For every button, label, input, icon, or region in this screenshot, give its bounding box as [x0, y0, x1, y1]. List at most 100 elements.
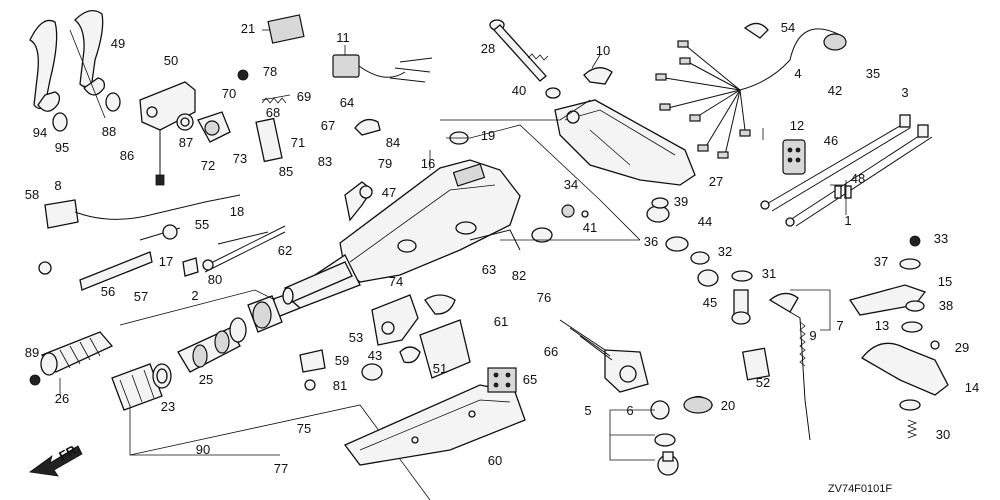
lower-tiller-cover: [343, 367, 526, 466]
callout-30: 30: [936, 427, 950, 442]
callout-57: 57: [134, 289, 148, 304]
callout-28: 28: [481, 41, 495, 56]
mount-bracket: [299, 294, 471, 391]
callout-76: 76: [537, 290, 551, 305]
callout-62: 62: [278, 243, 292, 258]
throttle-shaft: [204, 225, 353, 305]
callout-48: 48: [851, 171, 865, 186]
front-direction-arrow: FR.: [28, 441, 83, 477]
callout-31: 31: [762, 266, 776, 281]
callout-64: 64: [340, 95, 354, 110]
callout-75: 75: [297, 421, 311, 436]
callout-14: 14: [965, 380, 979, 395]
carrying-handles: [29, 9, 121, 132]
callout-69: 69: [297, 89, 311, 104]
callout-67: 67: [321, 118, 335, 133]
callout-16: 16: [421, 156, 435, 171]
callout-46: 46: [824, 133, 838, 148]
callout-29: 29: [955, 340, 969, 355]
throttle-friction-parts: [531, 197, 811, 441]
callout-5: 5: [584, 403, 591, 418]
callout-52: 52: [756, 375, 770, 390]
callout-21: 21: [241, 21, 255, 36]
callout-74: 74: [389, 274, 403, 289]
callout-17: 17: [159, 254, 173, 269]
callout-23: 23: [161, 399, 175, 414]
callout-73: 73: [233, 151, 247, 166]
callout-34: 34: [564, 177, 578, 192]
callout-84: 84: [386, 135, 400, 150]
callout-36: 36: [644, 234, 658, 249]
callout-42: 42: [828, 83, 842, 98]
callout-33: 33: [934, 231, 948, 246]
throttle-cable-and-link: [38, 194, 269, 291]
callout-44: 44: [698, 214, 712, 229]
callout-61: 61: [494, 314, 508, 329]
callout-55: 55: [195, 217, 209, 232]
callout-6: 6: [626, 403, 633, 418]
callout-81: 81: [333, 378, 347, 393]
wiring-harness: [655, 22, 847, 159]
pivot-bolt-parts: [449, 19, 613, 145]
callout-51: 51: [433, 361, 447, 376]
callout-11: 11: [336, 30, 350, 45]
callout-8: 8: [54, 178, 61, 193]
callout-41: 41: [583, 220, 597, 235]
callout-82: 82: [512, 268, 526, 283]
callout-12: 12: [790, 118, 804, 133]
callout-90: 90: [196, 442, 210, 457]
callout-63: 63: [482, 262, 496, 277]
callout-59: 59: [335, 353, 349, 368]
callout-45: 45: [703, 295, 717, 310]
callout-87: 87: [179, 135, 193, 150]
diagram-code: ZV74F0101F: [828, 483, 892, 495]
callout-66: 66: [544, 344, 558, 359]
callout-7: 7: [836, 318, 843, 333]
callout-18: 18: [230, 204, 244, 219]
label-plate: [267, 14, 305, 44]
callout-3: 3: [901, 85, 908, 100]
callout-15: 15: [938, 274, 952, 289]
callout-70: 70: [222, 86, 236, 101]
callout-86: 86: [120, 148, 134, 163]
callout-35: 35: [866, 66, 880, 81]
callout-54: 54: [781, 20, 795, 35]
callout-32: 32: [718, 244, 732, 259]
callout-20: 20: [721, 398, 735, 413]
throttle-grip-assembly: [29, 289, 431, 500]
callout-49: 49: [111, 36, 125, 51]
callout-9: 9: [809, 328, 816, 343]
callout-83: 83: [318, 154, 332, 169]
callout-58: 58: [25, 187, 39, 202]
callout-50: 50: [164, 53, 178, 68]
callout-94: 94: [33, 125, 47, 140]
callout-72: 72: [201, 158, 215, 173]
callout-4: 4: [794, 66, 801, 81]
callout-1: 1: [844, 213, 851, 228]
callout-38: 38: [939, 298, 953, 313]
callout-43: 43: [368, 348, 382, 363]
callout-39: 39: [674, 194, 688, 209]
shift-levers: [848, 235, 949, 439]
callout-71: 71: [291, 135, 305, 150]
callout-25: 25: [199, 372, 213, 387]
callout-56: 56: [101, 284, 115, 299]
callout-2: 2: [191, 288, 198, 303]
callout-10: 10: [596, 43, 610, 58]
remote-cables: [760, 114, 933, 227]
callout-13: 13: [875, 318, 889, 333]
harness-connectors: [332, 54, 433, 222]
callout-27: 27: [709, 174, 723, 189]
callout-79: 79: [378, 156, 392, 171]
callout-95: 95: [55, 140, 69, 155]
callout-80: 80: [208, 272, 222, 287]
callout-19: 19: [481, 128, 495, 143]
callout-53: 53: [349, 330, 363, 345]
callout-26: 26: [55, 391, 69, 406]
callout-85: 85: [279, 164, 293, 179]
callout-37: 37: [874, 254, 888, 269]
callout-47: 47: [382, 185, 396, 200]
tiller-arm: [554, 99, 696, 186]
